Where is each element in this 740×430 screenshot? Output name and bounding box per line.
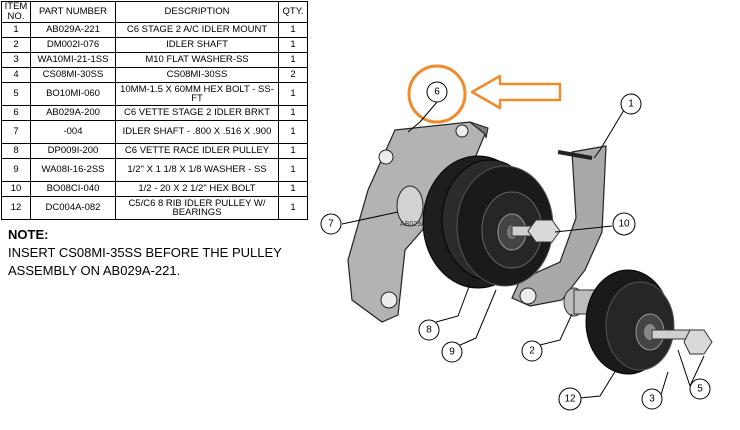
svg-text:9: 9 (449, 347, 455, 358)
highlight-circle (407, 64, 467, 124)
bom-cell-qty: 1 (278, 196, 308, 220)
svg-text:6: 6 (434, 87, 440, 98)
note-text: INSERT CS08MI-35SS BEFORE THE PULLEY ASS… (8, 245, 282, 278)
balloon-6: 6 (426, 81, 448, 103)
rib-idler-pulley (585, 269, 675, 375)
svg-text:8: 8 (426, 325, 432, 336)
balloon-1: 1 (620, 93, 642, 115)
highlight-arrow-icon (470, 74, 562, 110)
svg-text:5: 5 (697, 384, 703, 395)
balloon-3: 3 (641, 388, 663, 410)
svg-text:1: 1 (628, 99, 634, 110)
bom-cell-part-number: WA08I-16-2SS (30, 158, 116, 182)
balloon-12: 12 (558, 387, 582, 411)
assembly-note: NOTE: INSERT CS08MI-35SS BEFORE THE PULL… (8, 226, 313, 280)
svg-text:7: 7 (328, 219, 334, 230)
balloon-9: 9 (441, 341, 463, 363)
balloon-8: 8 (418, 319, 440, 341)
svg-text:10: 10 (618, 219, 630, 230)
balloon-5: 5 (689, 378, 711, 400)
idler-mount-arm (511, 145, 607, 307)
balloon-7: 7 (320, 213, 342, 235)
svg-text:12: 12 (564, 394, 576, 405)
bom-cell-item: 5 (1, 82, 31, 106)
hex-bolt (511, 219, 561, 243)
note-title: NOTE: (8, 227, 49, 242)
bom-cell-qty: 2 (278, 67, 308, 83)
bom-cell-part-number: DC004A-082 (30, 196, 116, 220)
bracket-part-mark: AB029A (400, 221, 426, 228)
svg-text:3: 3 (649, 394, 655, 405)
bom-cell-description: 1/2" X 1 1/8 X 1/8 WASHER - SS (115, 158, 279, 182)
bom-cell-part-number: -004 (30, 120, 116, 144)
race-idler-pulley (422, 155, 554, 289)
bom-cell-description: C5/C6 8 RIB IDLER PULLEY W/ BEARINGS (115, 196, 279, 220)
bom-cell-qty: 1 (278, 143, 308, 159)
bom-cell-qty: 1 (278, 120, 308, 144)
balloon-10: 10 (612, 212, 636, 236)
svg-text:2: 2 (529, 346, 535, 357)
washer-and-bolt (651, 329, 713, 355)
balloon-2: 2 (521, 340, 543, 362)
leader-lines (341, 101, 705, 399)
